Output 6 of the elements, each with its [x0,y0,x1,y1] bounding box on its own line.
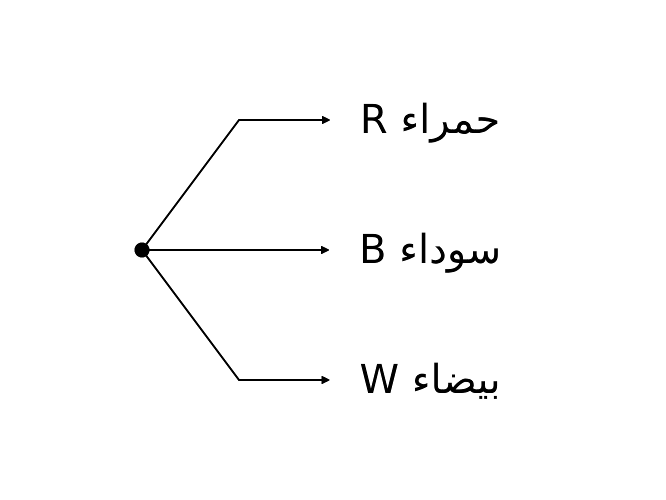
arrow [145,255,330,384]
arrow [145,116,330,245]
node-text: حمراء R [360,97,500,143]
node-text: بيضاء W [359,356,501,403]
arrow [148,246,330,254]
node-text: سوداء B [358,226,502,273]
